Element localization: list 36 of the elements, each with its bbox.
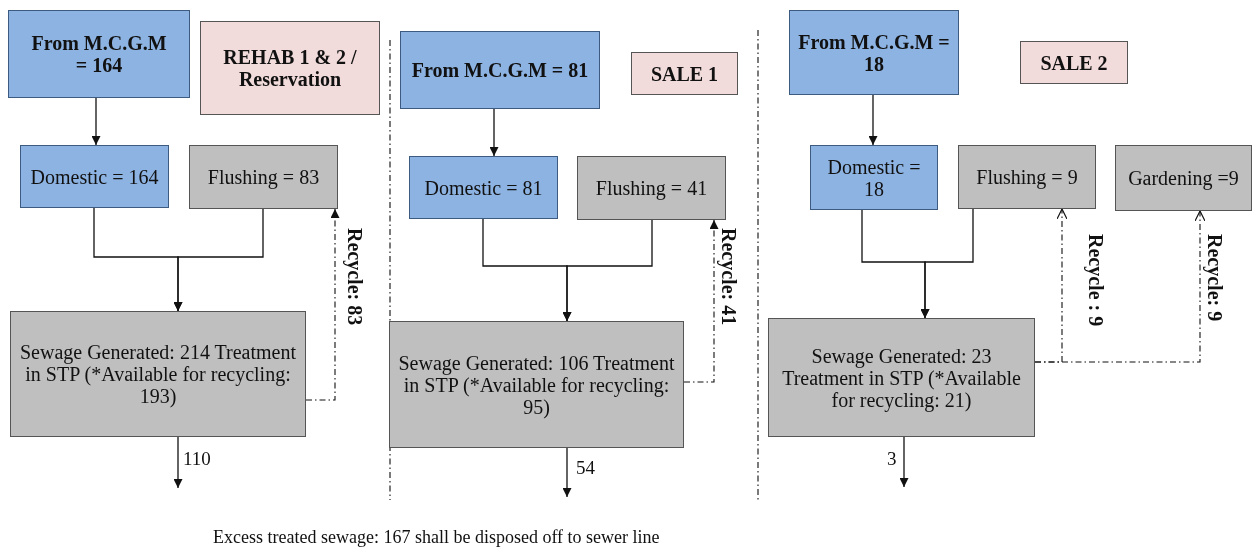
process-box: Sewage Generated: 23 Treatment in STP (*Available for recycling: 21) bbox=[768, 318, 1035, 437]
process-box: From M.C.G.M = 81 bbox=[400, 31, 600, 109]
flow-arrow bbox=[868, 94, 878, 146]
edge-label: Recycle: 9 bbox=[1203, 234, 1226, 322]
process-box: Flushing = 9 bbox=[958, 145, 1096, 209]
process-box: From M.C.G.M = 18 bbox=[789, 10, 959, 95]
edge-label: Recycle : 9 bbox=[1084, 234, 1107, 327]
process-box: Domestic = 81 bbox=[409, 156, 558, 219]
edge-label: Recycle: 41 bbox=[717, 228, 740, 326]
process-box: Domestic = 164 bbox=[20, 145, 169, 208]
flow-arrow bbox=[173, 436, 183, 489]
flow-arrow bbox=[173, 208, 264, 312]
process-box: From M.C.G.M = 164 bbox=[8, 10, 190, 98]
note-text: Excess treated sewage: 167 shall be disposed off to sewer line bbox=[213, 527, 660, 548]
flow-arrow bbox=[899, 436, 909, 488]
process-box: Flushing = 41 bbox=[577, 156, 726, 220]
process-box: Sewage Generated: 214 Treatment in STP (*Available for recycling: 193) bbox=[10, 311, 306, 437]
edge-label: 110 bbox=[183, 448, 211, 470]
process-box: SALE 2 bbox=[1020, 41, 1128, 84]
recycle-arrow bbox=[1034, 210, 1206, 363]
flow-arrow bbox=[489, 108, 499, 157]
process-box: REHAB 1 & 2 / Reservation bbox=[200, 21, 380, 115]
recycle-arrow bbox=[683, 219, 719, 383]
process-box: SALE 1 bbox=[631, 52, 738, 95]
edge-label: 54 bbox=[576, 457, 595, 479]
edge-label: 3 bbox=[887, 448, 897, 470]
process-box: Gardening =9 bbox=[1115, 145, 1252, 211]
edge-label: Recycle: 83 bbox=[343, 228, 366, 326]
flow-arrow bbox=[562, 447, 572, 498]
flow-arrow bbox=[91, 97, 101, 146]
recycle-arrow bbox=[305, 208, 340, 401]
flow-arrow bbox=[562, 219, 653, 322]
process-box: Sewage Generated: 106 Treatment in STP (*Available for recycling: 95) bbox=[389, 321, 684, 448]
process-box: Domestic = 18 bbox=[810, 145, 938, 210]
flow-arrow bbox=[920, 208, 974, 319]
process-box: Flushing = 83 bbox=[189, 145, 338, 209]
